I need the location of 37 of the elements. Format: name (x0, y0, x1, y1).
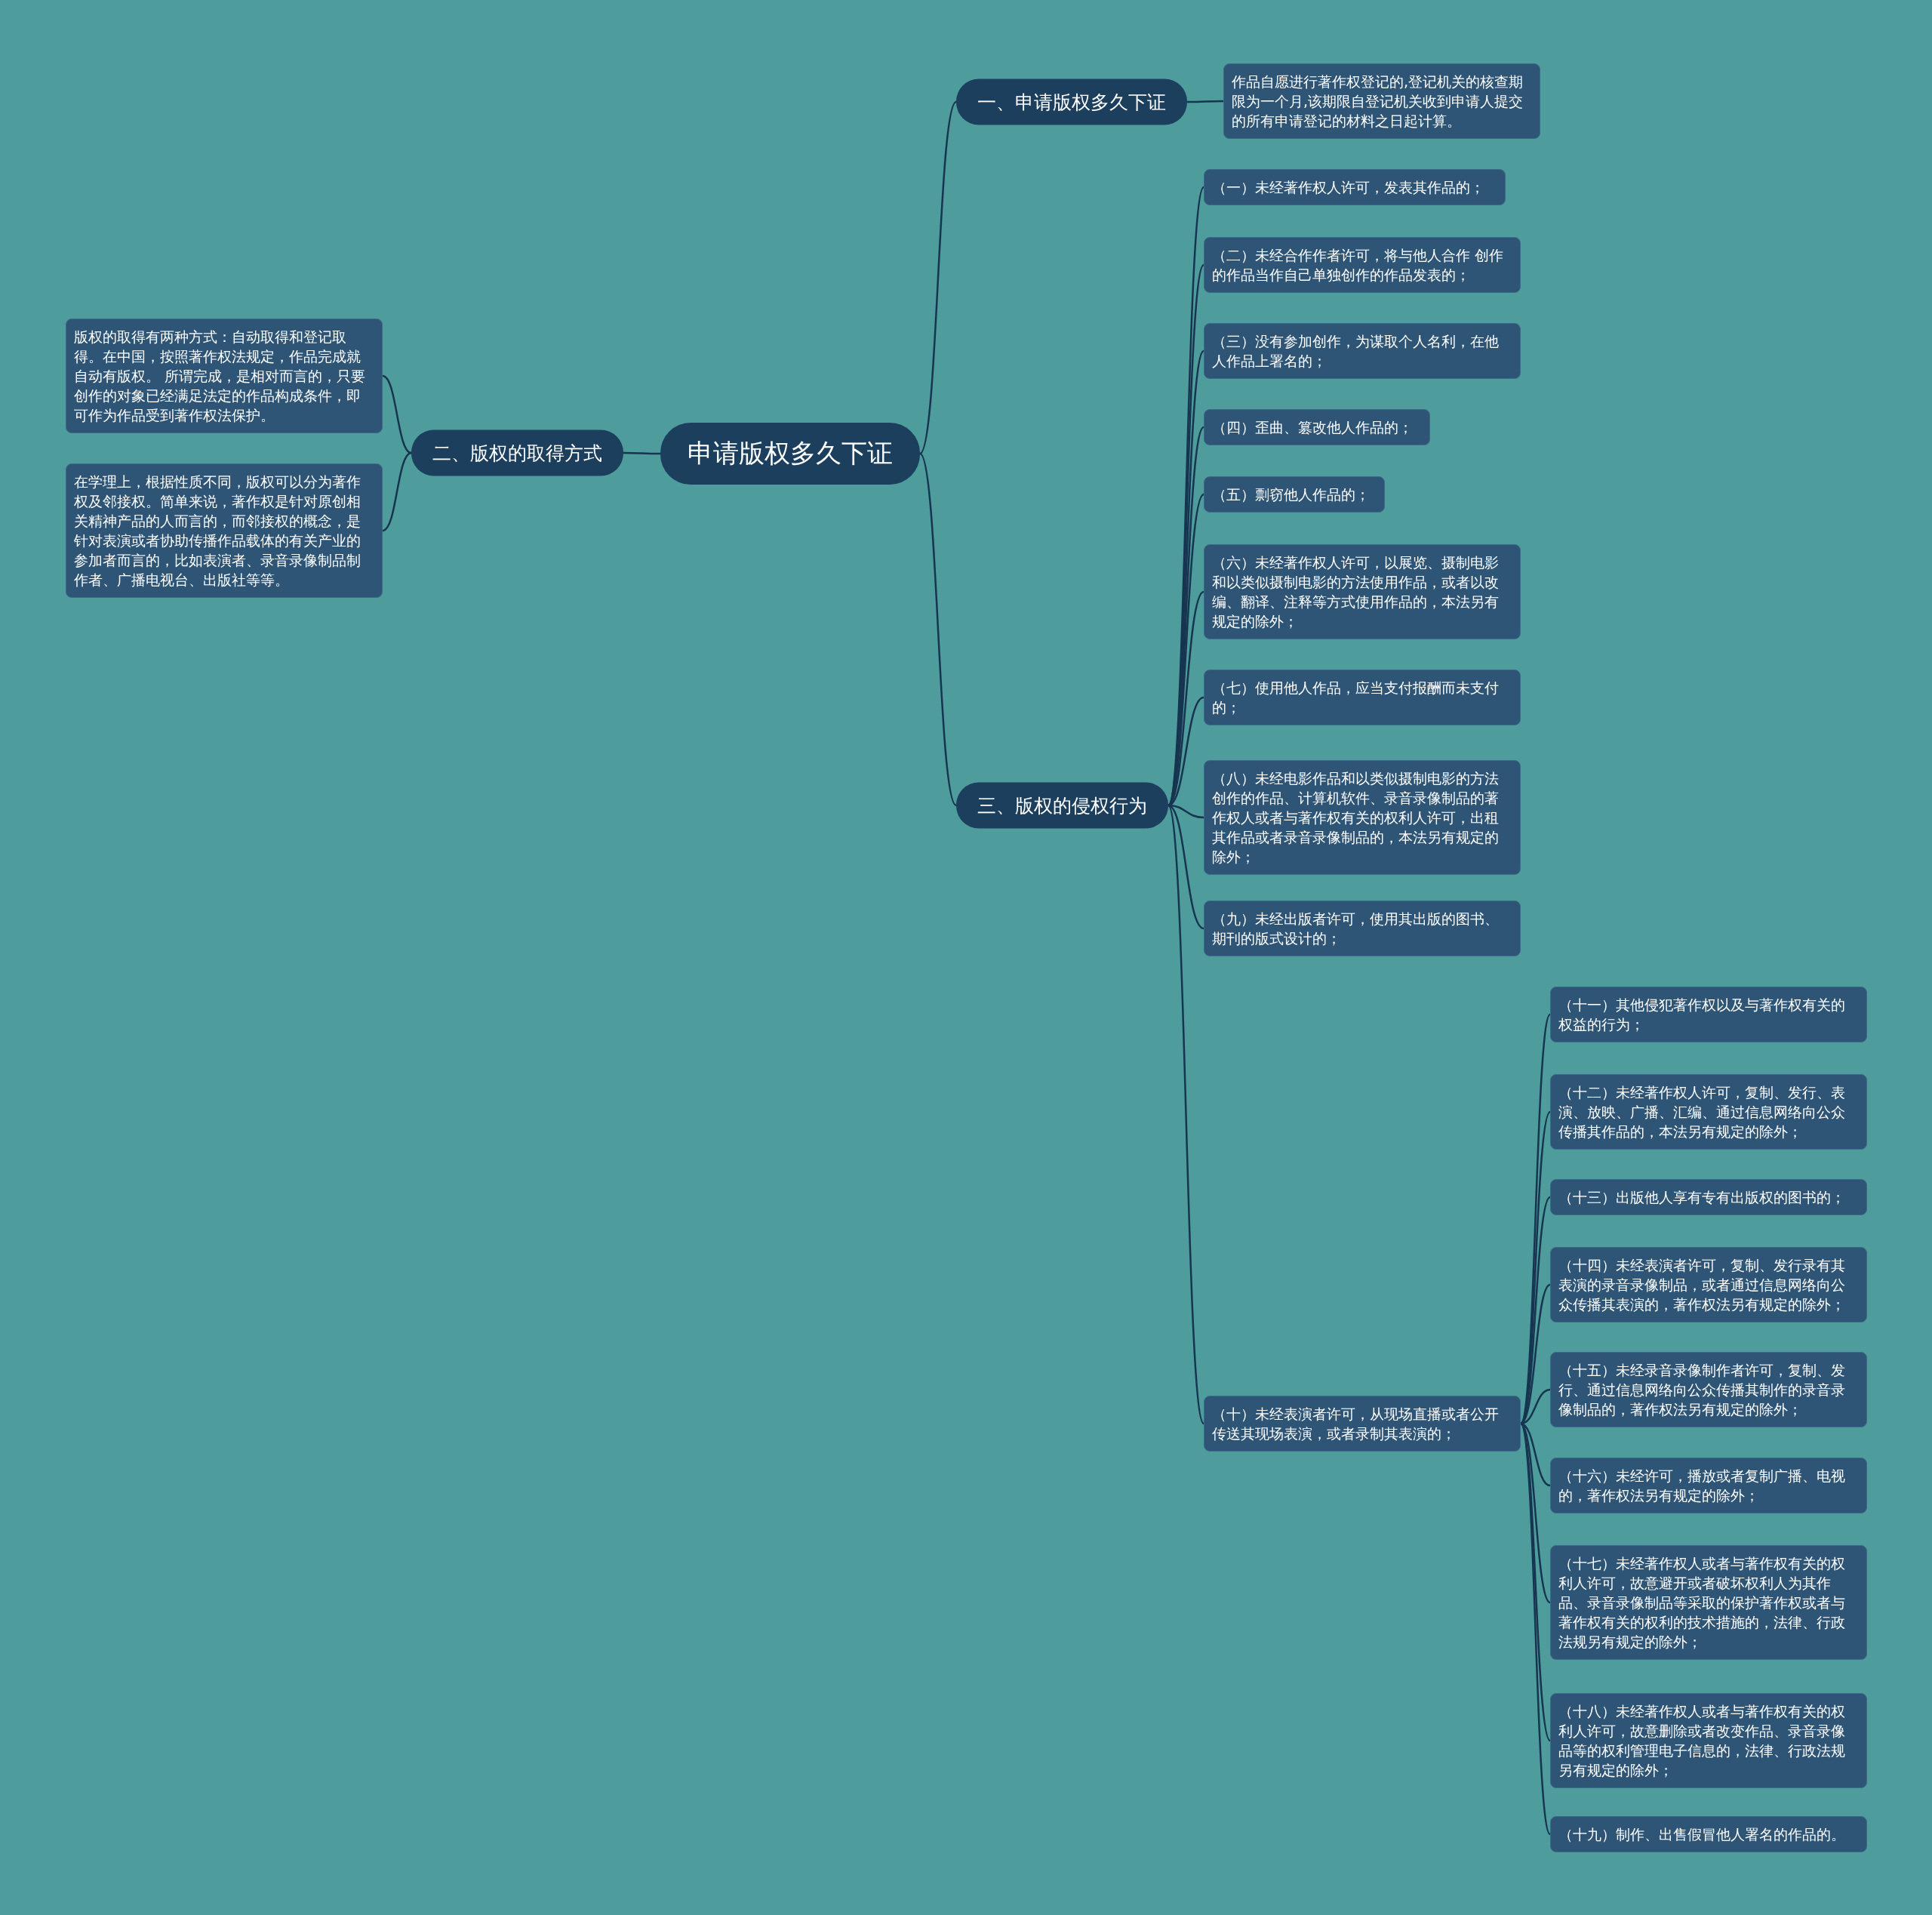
connector-line (1167, 805, 1205, 1424)
note-box: （九）未经出版者许可，使用其出版的图书、期刊的版式设计的； (1204, 901, 1521, 956)
central-topic: 申请版权多久下证 (660, 423, 920, 485)
note-box: （八）未经电影作品和以类似摄制电影的方法创作的作品、计算机软件、录音录像制品的著作权人或者与著作权有关的权利人许可，出租其作品或者录音录像制品的，本法另有规定的除外； (1204, 760, 1521, 875)
note-box: （十六）未经许可，播放或者复制广播、电视的，著作权法另有规定的除外； (1550, 1458, 1867, 1513)
note-box: （十九）制作、出售假冒他人署名的作品的。 (1550, 1816, 1867, 1852)
note-box: （一）未经著作权人许可，发表其作品的； (1204, 169, 1506, 205)
note-box: （十八）未经著作权人或者与著作权有关的权利人许可，故意删除或者改变作品、录音录像品等的权利管理电子信息的，法律、行政法规另有规定的除外； (1550, 1693, 1867, 1788)
branch-topic: 三、版权的侵权行为 (956, 782, 1168, 829)
note-box: （五）剽窃他人作品的； (1204, 476, 1385, 513)
connector-line (918, 453, 958, 806)
note-box: （十七）未经著作权人或者与著作权有关的权利人许可，故意避开或者破坏权利人为其作品、录音录像制品等采取的保护著作权或者与著作权有关的权利的技术措施的，法律、行政法规另有规定的除外； (1550, 1545, 1867, 1660)
connector-line (382, 374, 412, 454)
connector-line (1519, 1423, 1552, 1741)
note-box: （四）歪曲、篡改他人作品的； (1204, 409, 1430, 445)
note-box: 作品自愿进行著作权登记的,登记机关的核查期限为一个月,该期限自登记机关收到申请人提交的所有申请登记的材料之日起计算。 (1223, 63, 1540, 139)
note-box: 在学理上，根据性质不同，版权可以分为著作权及邻接权。简单来说，著作权是针对原创相关精神产品的人而言的，而邻接权的概念，是针对表演或者协助传播作品载体的有关产业的参加者而言的，比如表演者、录音录像制品制作者、广播电视台、出版社等等。 (66, 463, 383, 598)
note-box: （十）未经表演者许可，从现场直播或者公开传送其现场表演，或者录制其表演的； (1204, 1396, 1521, 1452)
note-box: （六）未经著作权人许可，以展览、摄制电影和以类似摄制电影的方法使用作品，或者以改编、翻译、注释等方式使用作品的，本法另有规定的除外； (1204, 544, 1521, 639)
note-box: 版权的取得有两种方式：自动取得和登记取得。在中国，按照著作权法规定，作品完成就自动有版权。 所谓完成，是相对而言的，只要创作的对象已经满足法定的作品构成条件，即可作为作品受到著作权法保护。 (66, 319, 383, 433)
branch-topic: 二、版权的取得方式 (411, 429, 623, 476)
note-box: （十一）其他侵犯著作权以及与著作权有关的权益的行为； (1550, 987, 1867, 1042)
note-box: （三）没有参加创作，为谋取个人名利，在他人作品上署名的； (1204, 323, 1521, 379)
connector-line (1168, 804, 1204, 930)
note-box: （七）使用他人作品，应当支付报酬而未支付的； (1204, 670, 1521, 725)
connector-line (1519, 1423, 1552, 1835)
connector-line (623, 451, 660, 455)
branch-topic: 一、申请版权多久下证 (956, 79, 1187, 125)
note-box: （十二）未经著作权人许可，复制、发行、表演、放映、广播、汇编、通过信息网络向公众传播其作品的，本法另有规定的除外； (1550, 1074, 1867, 1150)
note-box: （二）未经合作作者许可，将与他人合作 创作的作品当作自己单独创作的作品发表的； (1204, 237, 1521, 293)
connector-line (918, 101, 958, 454)
connector-line (382, 451, 412, 532)
connector-line (1519, 1111, 1552, 1424)
note-box: （十五）未经录音录像制作者许可，复制、发行、通过信息网络向公众传播其制作的录音录像制品的，著作权法另有规定的除外； (1550, 1352, 1867, 1427)
note-box: （十三）出版他人享有专有出版权的图书的； (1550, 1179, 1867, 1215)
connector-line (1187, 100, 1223, 103)
note-box: （十四）未经表演者许可，复制、发行录有其表演的录音录像制品，或者通过信息网络向公众传播其表演的，著作权法另有规定的除外； (1550, 1247, 1867, 1322)
